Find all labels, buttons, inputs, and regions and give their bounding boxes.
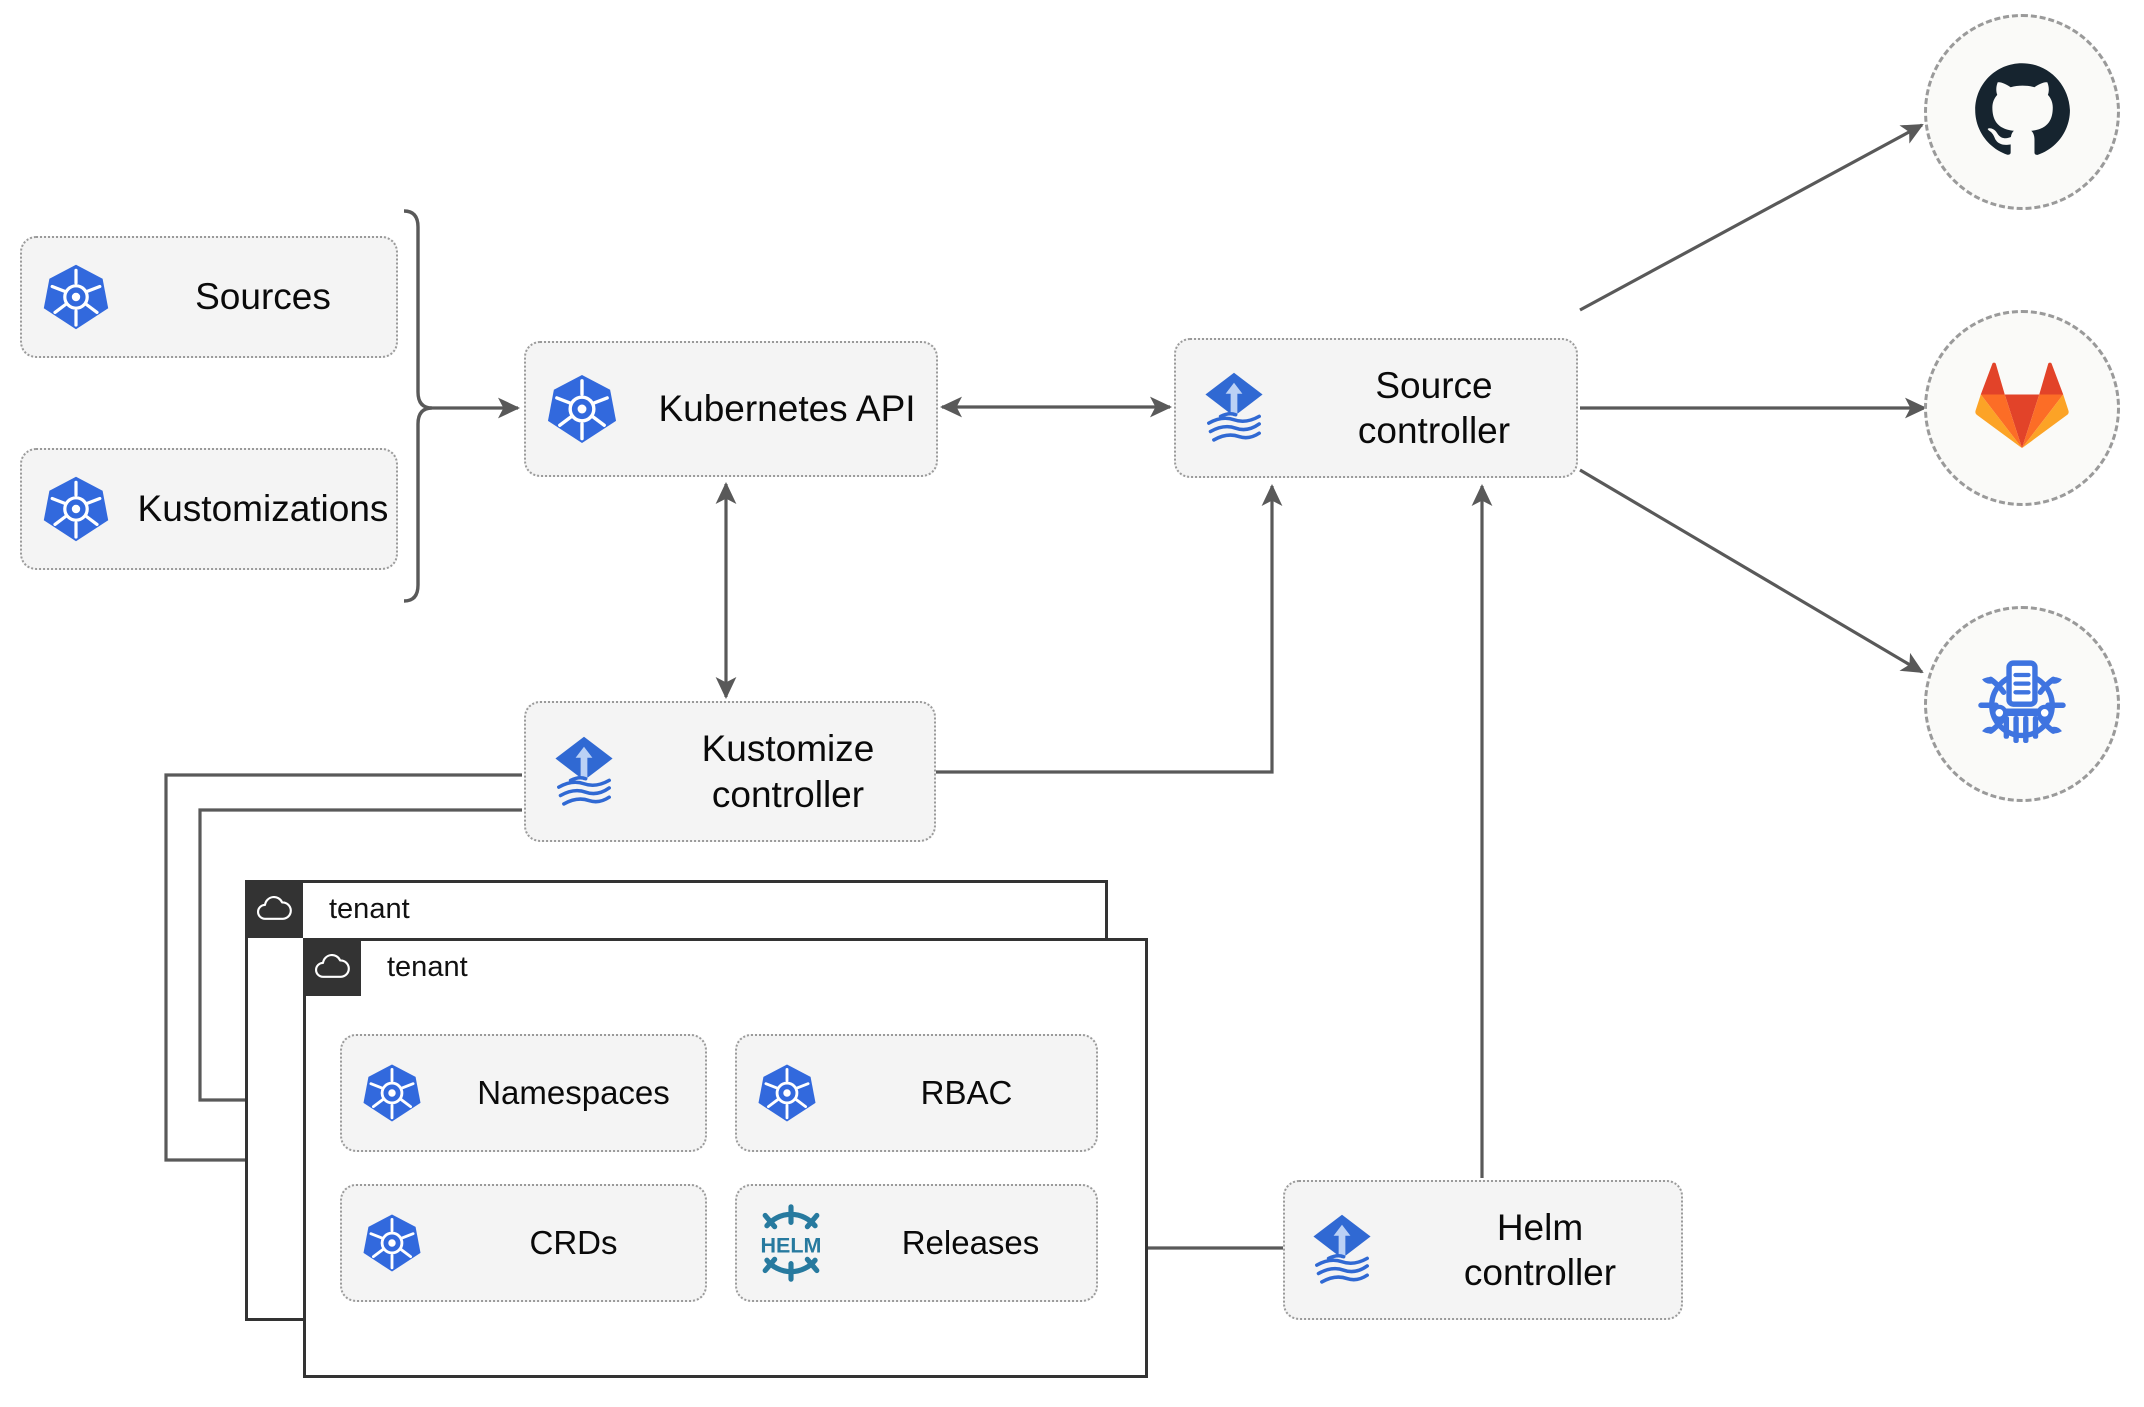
- node-crds[interactable]: CRDs: [340, 1184, 707, 1302]
- flux-icon: [1285, 1208, 1399, 1292]
- flux-icon: [1176, 366, 1292, 450]
- node-helm-controller[interactable]: Helm controller: [1283, 1180, 1683, 1320]
- tenant-panel-inner[interactable]: tenant: [303, 938, 1148, 1378]
- helm-icon: HELM: [737, 1200, 845, 1286]
- node-label: Kubernetes API: [658, 388, 916, 430]
- node-source-controller[interactable]: Source controller: [1174, 338, 1578, 478]
- kubernetes-icon: [22, 262, 130, 332]
- node-kustomize-controller[interactable]: Kustomize controller: [524, 701, 936, 842]
- tenant-header: tenant: [245, 880, 410, 938]
- node-label: RBAC: [920, 1073, 1013, 1111]
- provider-gitlab[interactable]: [1924, 310, 2120, 506]
- node-rbac[interactable]: RBAC: [735, 1034, 1098, 1152]
- kubernetes-icon: [22, 474, 130, 544]
- helm-wordmark: HELM: [761, 1233, 822, 1257]
- provider-helm-repository[interactable]: [1924, 606, 2120, 802]
- tenant-label: tenant: [329, 892, 410, 925]
- node-releases[interactable]: HELM Releases: [735, 1184, 1098, 1302]
- node-label: Kustomize controller: [701, 728, 875, 815]
- node-label: Releases: [901, 1223, 1040, 1261]
- node-label: Sources: [195, 276, 331, 318]
- cloud-icon: [303, 938, 361, 996]
- node-label: Namespaces: [477, 1073, 670, 1111]
- kubernetes-icon: [342, 1212, 442, 1274]
- node-namespaces[interactable]: Namespaces: [340, 1034, 707, 1152]
- tenant-header: tenant: [303, 938, 468, 996]
- flux-icon: [526, 730, 642, 814]
- node-label: CRDs: [529, 1223, 618, 1261]
- node-label: Source controller: [1357, 364, 1511, 451]
- node-label: Helm controller: [1463, 1206, 1617, 1293]
- tenant-label: tenant: [387, 950, 468, 983]
- kubernetes-icon: [526, 372, 638, 446]
- github-icon: [1970, 58, 2074, 167]
- kubernetes-icon: [737, 1062, 837, 1124]
- provider-github[interactable]: [1924, 14, 2120, 210]
- node-kubernetes-api[interactable]: Kubernetes API: [524, 341, 938, 477]
- node-sources[interactable]: Sources: [20, 236, 398, 358]
- helm-repository-icon: [1968, 648, 2076, 761]
- node-label: Kustomizations: [137, 488, 389, 530]
- kubernetes-icon: [342, 1062, 442, 1124]
- node-kustomizations[interactable]: Kustomizations: [20, 448, 398, 570]
- gitlab-icon: [1974, 360, 2070, 457]
- cloud-icon: [245, 880, 303, 938]
